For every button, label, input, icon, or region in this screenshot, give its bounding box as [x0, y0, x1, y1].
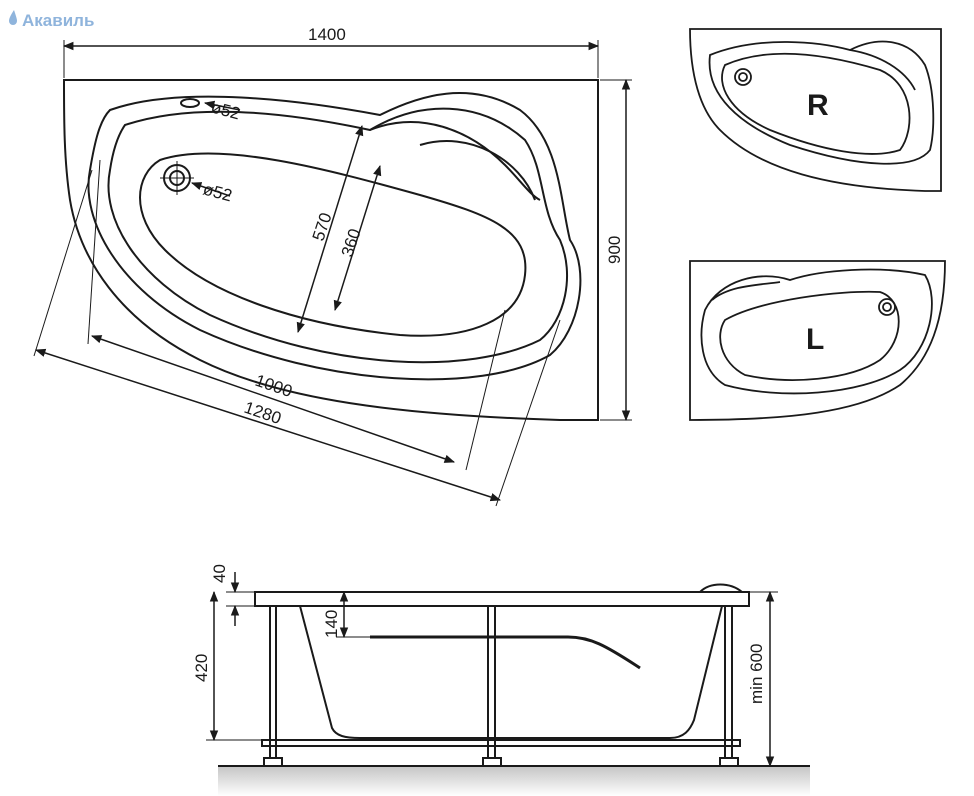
tub-body: [299, 605, 723, 739]
logo-text: Акавиль: [22, 11, 94, 30]
dim-inner-length: 1000: [253, 371, 295, 401]
side-view-dimensions: [206, 572, 778, 768]
tub-rim: [87, 92, 582, 381]
dim-rim: 40: [210, 564, 229, 583]
side-view-labels: 40 420 140 min 600: [192, 564, 766, 704]
side-view: [218, 583, 810, 796]
variant-right: [689, 28, 942, 192]
dim-seat: 140: [322, 610, 341, 638]
drop-icon: [9, 10, 17, 25]
variant-left-label: L: [806, 323, 824, 356]
brand-logo: Акавиль: [9, 10, 94, 30]
top-view-labels: 1400 900 570 360 1000 1280 ø52 ø52: [201, 25, 624, 428]
dim-width: 1400: [308, 25, 346, 44]
top-view: [62, 79, 599, 421]
variant-left: [689, 260, 946, 421]
drain-icon: [734, 68, 752, 86]
variant-right-label: R: [807, 89, 829, 122]
dim-overflow-hole: ø52: [209, 98, 242, 124]
dim-height: 900: [605, 236, 624, 264]
dim-outer-width: 570: [309, 210, 336, 243]
drain-icon: [878, 298, 896, 316]
dim-depth: 420: [192, 654, 211, 682]
dim-drain-hole: ø52: [201, 180, 234, 206]
top-view-dimensions: [33, 40, 632, 507]
dim-inner-width: 360: [338, 226, 365, 259]
dim-min-height: min 600: [747, 644, 766, 704]
